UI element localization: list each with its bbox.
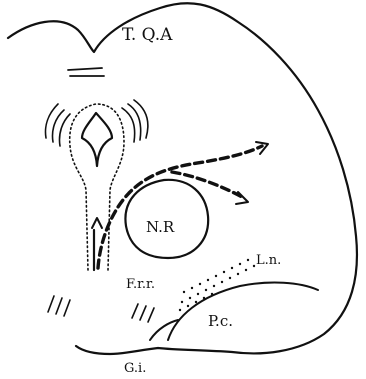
pathway-dashed-main — [98, 146, 262, 268]
pes-pedunculi-inner-curve — [168, 283, 318, 340]
left-hatch-arcs — [46, 104, 71, 146]
fiber-hatch-left — [48, 296, 70, 316]
label-tqa: T. Q.A — [122, 25, 173, 45]
label-frr: F.r.r. — [126, 277, 155, 292]
label-ln: L.n. — [256, 253, 281, 268]
periaqueductal-dotted-outline — [70, 104, 124, 270]
label-nucleus-ruber: N.R — [146, 218, 175, 236]
arrowhead-vertical — [92, 218, 102, 228]
label-pc: P.c. — [208, 312, 233, 330]
fiber-hatch-middle — [132, 304, 154, 322]
aqueduct-outline — [82, 113, 112, 166]
commissure-line-upper — [68, 68, 102, 70]
right-hatch-arcs — [122, 100, 148, 142]
pes-pedunculi-lower-curve — [150, 320, 178, 340]
pathway-dashed-branch — [172, 172, 244, 198]
label-gi: G.i. — [124, 361, 146, 376]
